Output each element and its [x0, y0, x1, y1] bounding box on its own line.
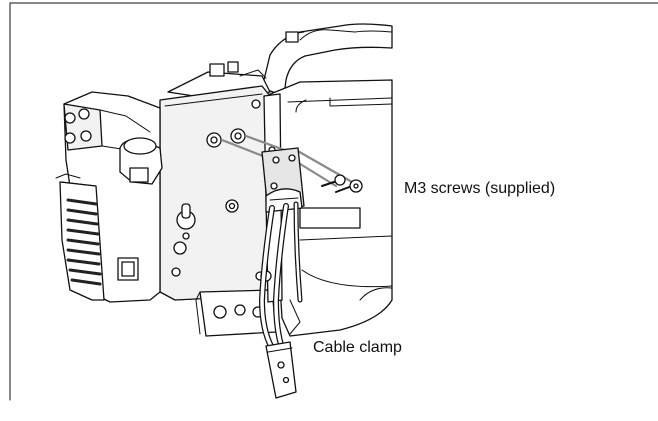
cable-end-connector — [265, 341, 297, 399]
cable-clamp — [261, 147, 305, 213]
screws-label: M3 screws (supplied) — [404, 180, 556, 197]
camera-side-panel — [147, 85, 271, 301]
ribbed-battery — [55, 173, 139, 301]
carry-handle — [261, 23, 393, 97]
screw-icon — [321, 174, 363, 193]
cables — [259, 201, 303, 351]
control-knob — [119, 137, 163, 185]
cable-clamp-label: Cable clamp — [313, 339, 402, 356]
